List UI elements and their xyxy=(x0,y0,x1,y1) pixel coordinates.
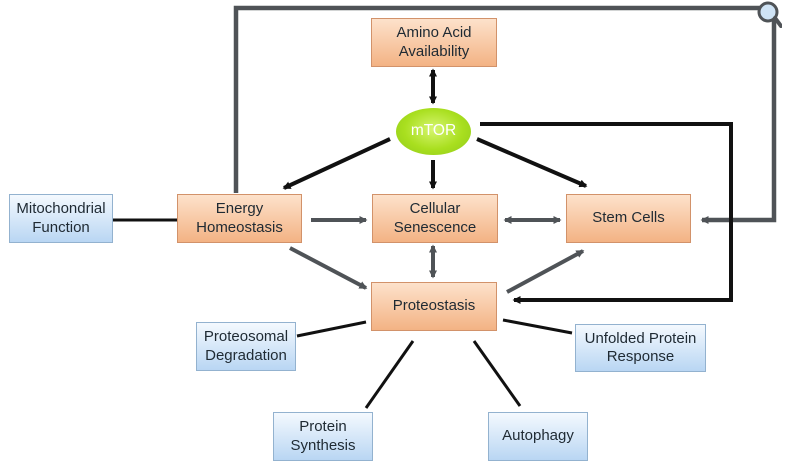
proteostasis-unfolded-line xyxy=(502,318,573,335)
proteosomal-degradation-box: Proteosomal Degradation xyxy=(196,322,296,371)
proteostasis-synthesis-line xyxy=(364,340,415,409)
mtor-energy-arrow xyxy=(282,137,391,190)
stem-cells-box: Stem Cells xyxy=(566,194,691,243)
energy-homeostasis-box: Energy Homeostasis xyxy=(177,194,302,243)
cellular-senescence-box: Cellular Senescence xyxy=(372,194,498,243)
proteostasis-proteosomal-line xyxy=(296,320,367,338)
mitochondrial-function-box: Mitochondrial Function xyxy=(9,194,113,243)
autophagy-box: Autophagy xyxy=(488,412,588,461)
magnifier-icon[interactable] xyxy=(752,0,782,28)
mtor-node: mTOR xyxy=(396,108,471,155)
amino-acid-availability-box: Amino Acid Availability xyxy=(371,18,497,67)
proteostasis-box: Proteostasis xyxy=(371,282,497,331)
mtor-proteostasis-loop-arrow xyxy=(480,122,733,304)
energy-proteostasis-arrow xyxy=(289,246,368,290)
unfolded-protein-response-box: Unfolded Protein Response xyxy=(575,324,706,372)
proteostasis-autophagy-line xyxy=(472,340,522,407)
protein-synthesis-box: Protein Synthesis xyxy=(273,412,373,461)
proteostasis-stem-arrow xyxy=(506,249,585,294)
stem-energy-feedback-line xyxy=(233,5,777,224)
mtor-stem-arrow xyxy=(476,137,588,188)
